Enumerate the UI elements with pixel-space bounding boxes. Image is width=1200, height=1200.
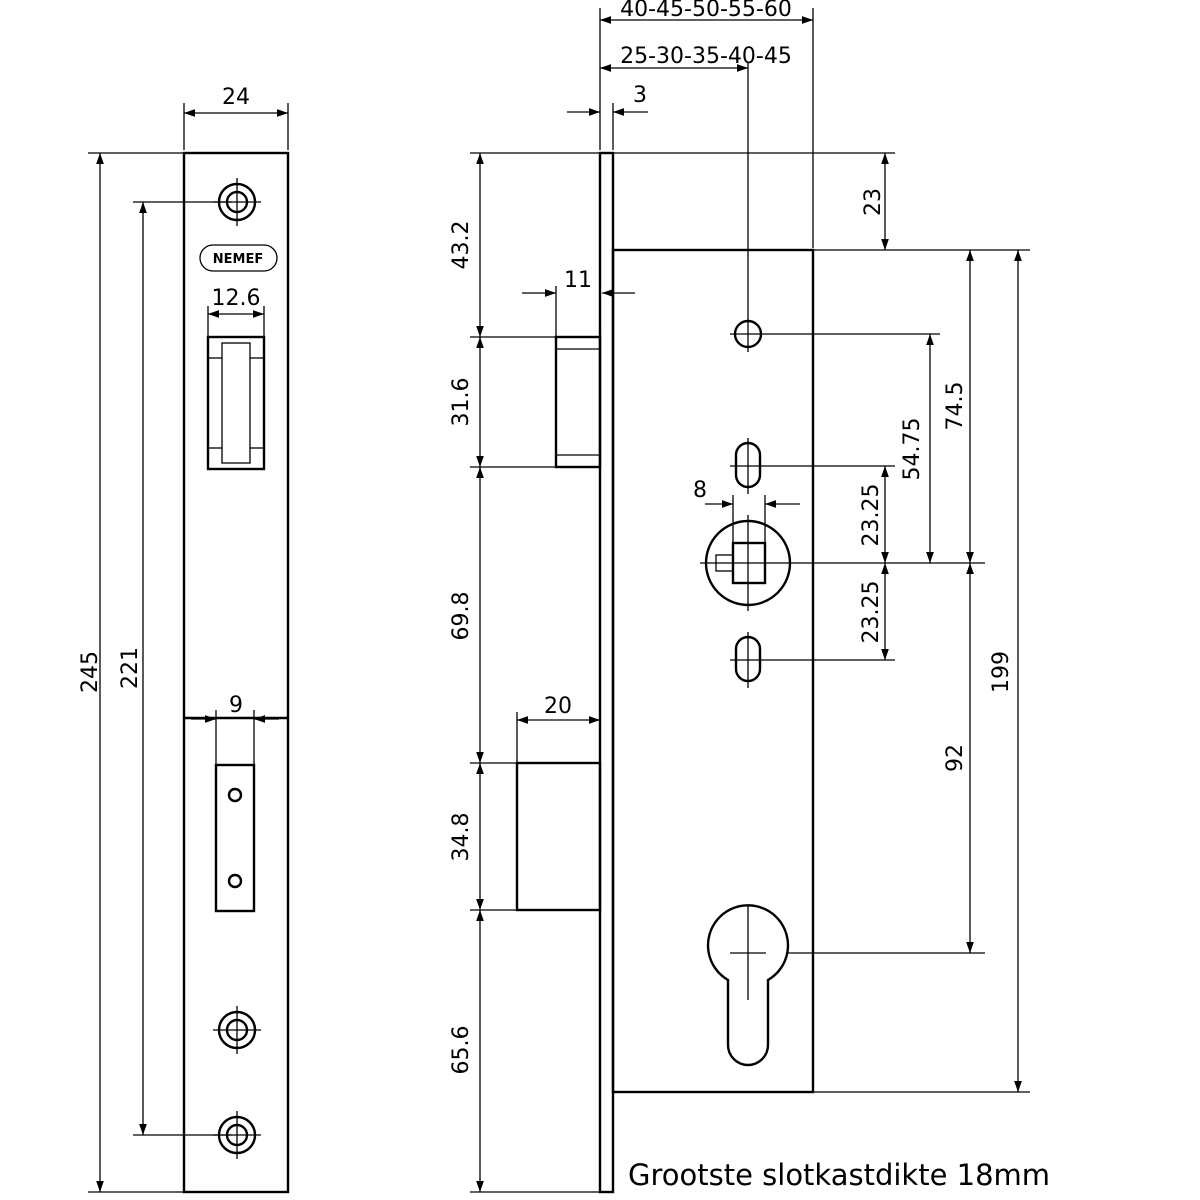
dim-bolt-projection: 20 — [516, 694, 600, 763]
dim-label-69-8: 69.8 — [449, 592, 474, 641]
dim-label-199: 199 — [989, 651, 1014, 693]
lower-slot-hole — [730, 632, 766, 688]
top-fixing-hole — [730, 316, 766, 352]
caption: Grootste slotkastdikte 18mm — [628, 1158, 1050, 1192]
dim-label-245: 245 — [78, 651, 103, 693]
dim-latch-projection: 11 — [522, 268, 635, 337]
dim-label-65-6: 65.6 — [449, 1026, 474, 1075]
dim-label-9: 9 — [229, 693, 243, 718]
deadbolt — [515, 761, 602, 912]
dim-label-23-25-lower: 23.25 — [859, 581, 884, 644]
euro-cylinder-cutout — [706, 904, 790, 1067]
lock-case-body — [611, 248, 815, 1094]
dim-label-74-5: 74.5 — [943, 382, 968, 431]
dim-label-43-2: 43.2 — [449, 221, 474, 270]
screw-hole-lower — [213, 1006, 261, 1054]
dim-label-92: 92 — [943, 744, 968, 772]
dim-label-backset-follower: 25-30-35-40-45 — [620, 44, 792, 69]
dim-latch-hole-width: 12.6 — [207, 286, 265, 337]
dim-label-3: 3 — [633, 83, 647, 108]
brand-label: NEMEF — [213, 252, 263, 267]
dim-follower-square: 8 — [693, 478, 800, 543]
dim-faceplate-thickness: 3 — [567, 83, 648, 150]
dim-faceplate-length: 245 — [78, 152, 184, 1193]
dim-label-backset-max: 40-45-50-55-60 — [620, 0, 792, 22]
upper-slot-hole — [730, 438, 766, 494]
faceplate-outline — [182, 151, 290, 1194]
dim-label-8: 8 — [693, 478, 707, 503]
dim-backset-max: 40-45-50-55-60 — [599, 0, 814, 248]
latch-opening — [206, 335, 266, 471]
dim-label-11: 11 — [564, 268, 592, 293]
dim-label-221: 221 — [118, 647, 143, 689]
dim-label-24: 24 — [222, 85, 250, 110]
faceplate-front-view: NEMEF 24 12.6 — [78, 85, 290, 1194]
dim-label-31-6: 31.6 — [449, 378, 474, 427]
dim-label-54-75: 54.75 — [900, 418, 925, 481]
dim-label-23-25-upper: 23.25 — [859, 484, 884, 547]
dim-screw-spacing: 221 — [118, 201, 232, 1136]
dim-left-chain: 43.2 31.6 69.8 34.8 65.6 — [449, 152, 600, 1193]
dim-label-34-8: 34.8 — [449, 813, 474, 862]
dim-label-20: 20 — [544, 694, 572, 719]
lock-case-side-view: 40-45-50-55-60 25-30-35-40-45 3 11 20 — [449, 0, 1030, 1194]
brand-badge — [199, 244, 278, 272]
bolt-opening — [214, 763, 256, 913]
dim-right-chain: 23 23.25 23.25 54.75 74.5 92 199 — [613, 152, 1030, 1093]
follower-spindle-hole — [700, 515, 800, 611]
dim-faceplate-width: 24 — [183, 85, 289, 150]
dim-bolt-hole-width: 9 — [191, 693, 279, 765]
dim-label-12-6: 12.6 — [212, 286, 261, 311]
dim-label-23: 23 — [861, 188, 886, 216]
faceplate-side — [598, 151, 615, 1194]
dim-backset-follower: 25-30-35-40-45 — [600, 44, 792, 316]
latch — [554, 335, 602, 469]
